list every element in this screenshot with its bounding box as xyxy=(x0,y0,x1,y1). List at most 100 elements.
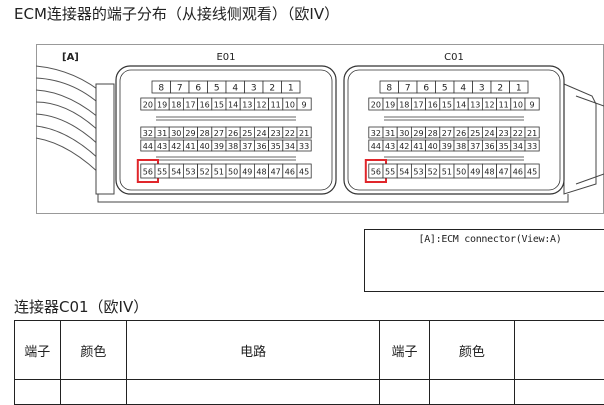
pin-number: 28 xyxy=(200,129,210,138)
pin-number: 18 xyxy=(171,100,181,109)
pin-number: 3 xyxy=(251,83,257,93)
pin-number: 53 xyxy=(413,167,423,176)
col-header-circuit: 电路 xyxy=(127,321,380,380)
pin-number: 19 xyxy=(157,100,167,109)
pin-table: 端子 颜色 电路 端子 颜色 xyxy=(14,320,604,405)
pin-number: 44 xyxy=(143,142,153,151)
table-cell xyxy=(60,380,126,405)
pin-number: 5 xyxy=(214,83,220,93)
pin-number: 4 xyxy=(232,83,238,93)
pin-number: 44 xyxy=(371,142,381,151)
right-bracket xyxy=(564,84,596,194)
pin-number: 49 xyxy=(470,167,480,176)
pin-number: 27 xyxy=(214,129,224,138)
pin-number: 6 xyxy=(423,83,429,93)
pin-number: 48 xyxy=(484,167,494,176)
pin-number: 49 xyxy=(242,167,252,176)
pin-number: 34 xyxy=(513,142,523,151)
pin-number: 23 xyxy=(271,129,281,138)
pin-number: 38 xyxy=(456,142,466,151)
caption-box: [A]:ECM connector(View:A) xyxy=(364,229,604,292)
table-cell xyxy=(380,380,430,405)
pin-number: 20 xyxy=(143,100,153,109)
table-cell xyxy=(127,380,380,405)
pin-number: 29 xyxy=(185,129,195,138)
page-title: ECM连接器的端子分布（从接线侧观看）（欧IV） xyxy=(14,3,339,24)
pin-number: 15 xyxy=(214,100,224,109)
connector-name: E01 xyxy=(216,52,235,63)
pin-number: 43 xyxy=(385,142,395,151)
pin-number: 4 xyxy=(460,83,466,93)
pin-number: 41 xyxy=(185,142,195,151)
col-header-terminal: 端子 xyxy=(15,321,61,380)
table-cell xyxy=(15,380,61,405)
pin-number: 35 xyxy=(271,142,281,151)
pin-number: 6 xyxy=(195,83,201,93)
pin-number: 17 xyxy=(185,100,195,109)
pin-number: 35 xyxy=(499,142,509,151)
pin-number: 14 xyxy=(228,100,238,109)
caption-text: [A]:ECM connector(View:A) xyxy=(365,234,604,245)
connector-name: C01 xyxy=(444,52,464,63)
pin-number: 2 xyxy=(497,83,503,93)
pin-number: 54 xyxy=(171,167,181,176)
pin-number: 9 xyxy=(302,100,307,109)
pin-number: 55 xyxy=(157,167,167,176)
pin-number: 54 xyxy=(399,167,409,176)
pin-number: 55 xyxy=(385,167,395,176)
left-bracket xyxy=(96,84,114,194)
pin-number: 12 xyxy=(484,100,494,109)
pin-number: 36 xyxy=(484,142,494,151)
table-header-row: 端子 颜色 电路 端子 颜色 xyxy=(15,321,604,380)
pin-number: 19 xyxy=(385,100,395,109)
pin-number: 51 xyxy=(214,167,224,176)
pin-number: 3 xyxy=(479,83,485,93)
pin-number: 40 xyxy=(428,142,438,151)
pin-number: 10 xyxy=(513,100,523,109)
pin-number: 15 xyxy=(442,100,452,109)
table-row xyxy=(15,380,604,405)
pin-number: 42 xyxy=(171,142,181,151)
pin-number: 22 xyxy=(513,129,523,138)
pin-number: 46 xyxy=(285,167,295,176)
pin-number: 31 xyxy=(385,129,395,138)
pin-number: 14 xyxy=(456,100,466,109)
pin-number: 1 xyxy=(516,83,522,93)
pin-number: 39 xyxy=(214,142,224,151)
pin-number: 13 xyxy=(470,100,480,109)
pin-number: 24 xyxy=(484,129,494,138)
table-cell xyxy=(429,380,514,405)
col-header-color: 颜色 xyxy=(60,321,126,380)
pin-number: 10 xyxy=(285,100,295,109)
pin-number: 26 xyxy=(456,129,466,138)
pin-number: 42 xyxy=(399,142,409,151)
pin-number: 53 xyxy=(185,167,195,176)
pin-number: 32 xyxy=(371,129,381,138)
pin-number: 11 xyxy=(499,100,509,109)
pin-number: 32 xyxy=(143,129,153,138)
pin-number: 21 xyxy=(299,129,309,138)
pin-number: 13 xyxy=(242,100,252,109)
pin-number: 36 xyxy=(256,142,266,151)
pin-number: 16 xyxy=(200,100,210,109)
pin-number: 43 xyxy=(157,142,167,151)
pin-number: 45 xyxy=(299,167,309,176)
pin-number: 2 xyxy=(269,83,275,93)
pin-number: 23 xyxy=(499,129,509,138)
table-cell xyxy=(514,380,604,405)
pin-number: 56 xyxy=(371,167,381,176)
pin-number: 50 xyxy=(456,167,466,176)
pin-number: 26 xyxy=(228,129,238,138)
pin-number: 25 xyxy=(470,129,480,138)
pin-number: 30 xyxy=(171,129,181,138)
pin-number: 1 xyxy=(288,83,294,93)
pin-number: 45 xyxy=(527,167,537,176)
pin-number: 8 xyxy=(386,83,392,93)
pin-number: 39 xyxy=(442,142,452,151)
pin-number: 46 xyxy=(513,167,523,176)
pin-number: 12 xyxy=(256,100,266,109)
